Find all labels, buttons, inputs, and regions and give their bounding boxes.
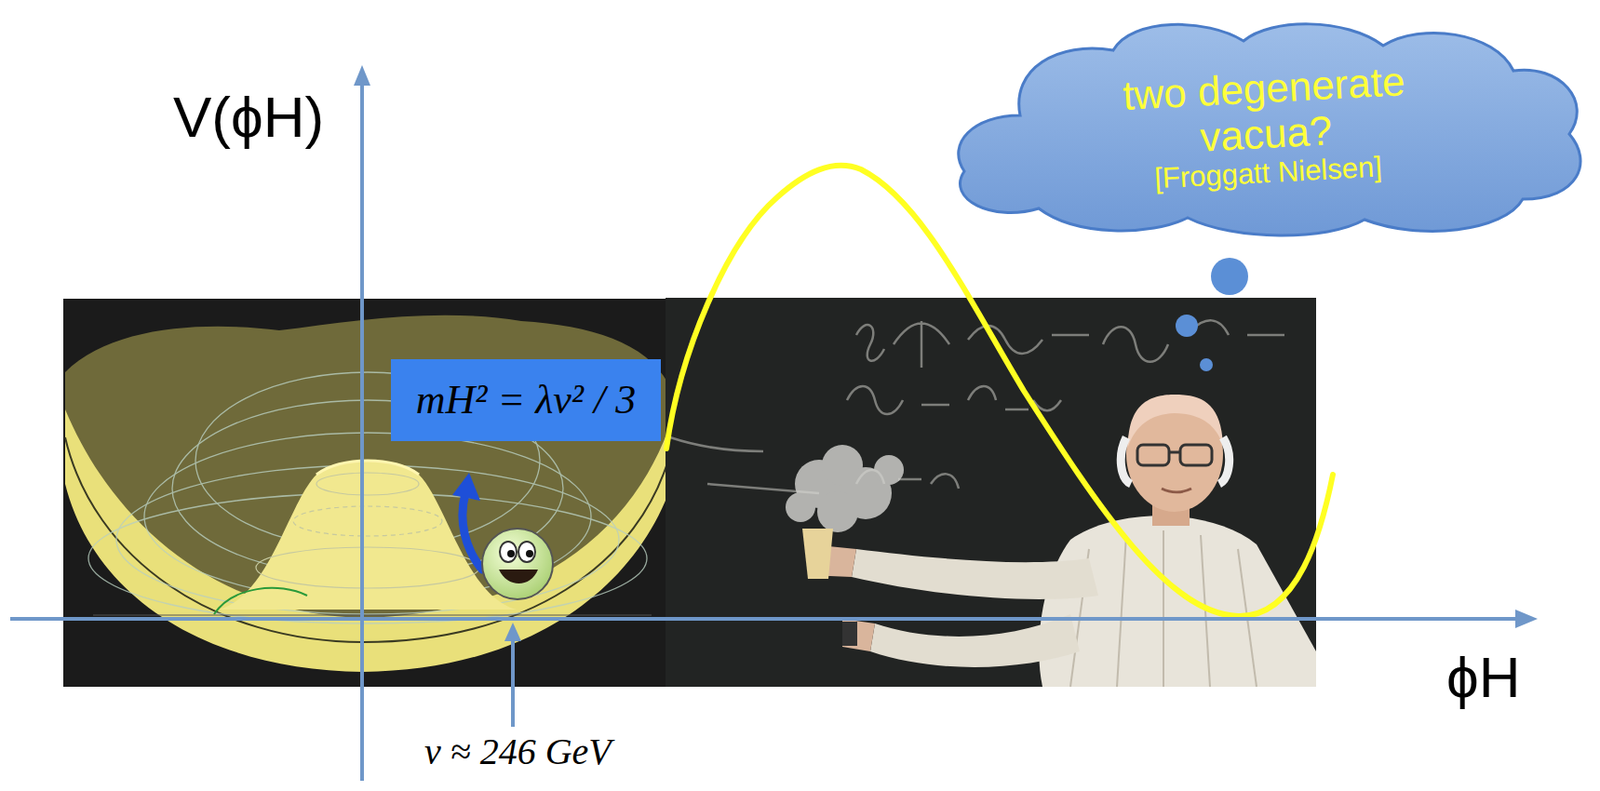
blackboard-photo: [665, 297, 1317, 687]
vev-label: v ≈ 246 GeV: [424, 731, 612, 773]
axis-label: ϕH: [1446, 645, 1521, 710]
node-text: two degenerate vacua?: [1076, 55, 1454, 167]
potential-curve: [666, 165, 1333, 617]
axes: [10, 65, 1538, 781]
node-body: mH² = λv² / 3: [416, 376, 636, 423]
axis-label: V(ϕH): [173, 85, 324, 149]
node-text: mH² = λv² / 3: [416, 376, 636, 423]
smiley-ball: [452, 472, 553, 600]
formula-box: mH² = λv² / 3: [390, 359, 661, 442]
thought-bubbles: [1175, 257, 1249, 372]
node-body: two degenerate vacua?[Froggatt Nielsen]: [1076, 55, 1455, 200]
thought-cloud: two degenerate vacua?[Froggatt Nielsen]: [936, 13, 1596, 243]
mexican-hat-image: [63, 298, 669, 687]
